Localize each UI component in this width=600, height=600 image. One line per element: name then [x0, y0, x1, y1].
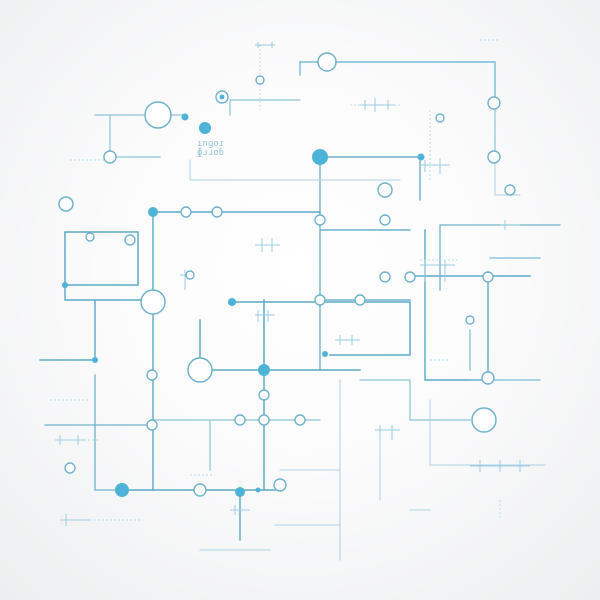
ring-node: [294, 414, 306, 426]
component: [420, 260, 455, 282]
component: [55, 435, 85, 445]
wire: [152, 419, 321, 471]
wire: [359, 379, 471, 421]
wire: [199, 319, 361, 371]
filled-node: [148, 207, 158, 217]
component: [255, 310, 275, 322]
filled-node: [417, 153, 425, 161]
dashed-traces: [50, 39, 501, 521]
ring-node-large: [317, 52, 337, 72]
wire: [319, 156, 411, 371]
ring-node: [124, 234, 136, 246]
diagram-label: ɸɹɹɒɓ: [197, 148, 224, 158]
component: [470, 460, 530, 472]
ring-node: [482, 271, 494, 283]
ring-nodes-large: [58, 52, 497, 433]
ring-node: [211, 206, 223, 218]
ring-node: [379, 271, 391, 283]
ring-node: [435, 113, 445, 123]
wire-network: [39, 61, 561, 561]
wire: [44, 374, 154, 491]
wire: [231, 301, 411, 356]
wire: [121, 489, 276, 541]
wire: [379, 439, 431, 511]
ring-node: [379, 214, 391, 226]
component: [60, 514, 90, 526]
ring-node: [258, 414, 270, 426]
ring-node-large: [58, 196, 74, 212]
wire: [274, 379, 341, 561]
ring-node: [404, 271, 416, 283]
ring-node: [234, 414, 246, 426]
filled-node: [322, 351, 328, 357]
ring-node: [193, 483, 207, 497]
ring-node: [487, 96, 501, 110]
ring-node-large: [187, 357, 213, 383]
ring-node-large: [140, 289, 166, 315]
ring-node: [314, 214, 326, 226]
wire: [189, 159, 401, 181]
filled-node: [181, 113, 189, 121]
component: [255, 42, 275, 48]
ring-node: [465, 315, 475, 325]
filled-node: [235, 487, 245, 497]
component: [335, 335, 360, 345]
ring-dot-node: [215, 90, 229, 104]
ring-node: [85, 232, 95, 242]
filled-node: [219, 94, 225, 100]
wire: [299, 61, 496, 161]
component: [375, 425, 400, 440]
component-clusters: [55, 42, 530, 526]
filled-node: [115, 483, 129, 497]
ring-node: [481, 371, 495, 385]
wire: [229, 99, 301, 116]
wire: [39, 284, 154, 361]
ring-node: [504, 184, 516, 196]
wire: [409, 229, 531, 381]
ring-node: [146, 419, 158, 431]
ring-node: [255, 75, 265, 85]
filled-nodes: [62, 113, 425, 497]
ring-node: [354, 294, 366, 306]
ring-node: [487, 150, 501, 164]
ring-node-large: [144, 101, 172, 129]
ring-node-large: [471, 407, 497, 433]
filled-node: [62, 282, 68, 288]
filled-node: [255, 487, 261, 493]
diagram-label: ınɡoɾ: [197, 139, 224, 149]
ring-node: [146, 369, 158, 381]
ring-node: [180, 206, 192, 218]
filled-node: [199, 122, 211, 134]
ring-node: [64, 462, 76, 474]
ring-node: [258, 389, 270, 401]
component: [360, 98, 395, 112]
filled-node: [228, 298, 236, 306]
dashed-trace: [50, 399, 501, 520]
ring-node: [377, 182, 393, 198]
ring-nodes-small: [64, 75, 516, 497]
ring-node: [314, 294, 326, 306]
dashed-trace: [70, 359, 450, 521]
ring-node: [103, 150, 117, 164]
wire: [64, 231, 139, 286]
ring-node: [185, 270, 195, 280]
wire: [319, 156, 421, 201]
dashed-trace: [259, 39, 500, 180]
component: [420, 158, 450, 174]
filled-node: [258, 364, 270, 376]
ring-node: [273, 478, 287, 492]
component: [230, 505, 250, 515]
component: [500, 220, 520, 230]
filled-node: [312, 149, 328, 165]
filled-node: [92, 357, 98, 363]
wire: [152, 211, 321, 491]
component: [255, 238, 280, 252]
